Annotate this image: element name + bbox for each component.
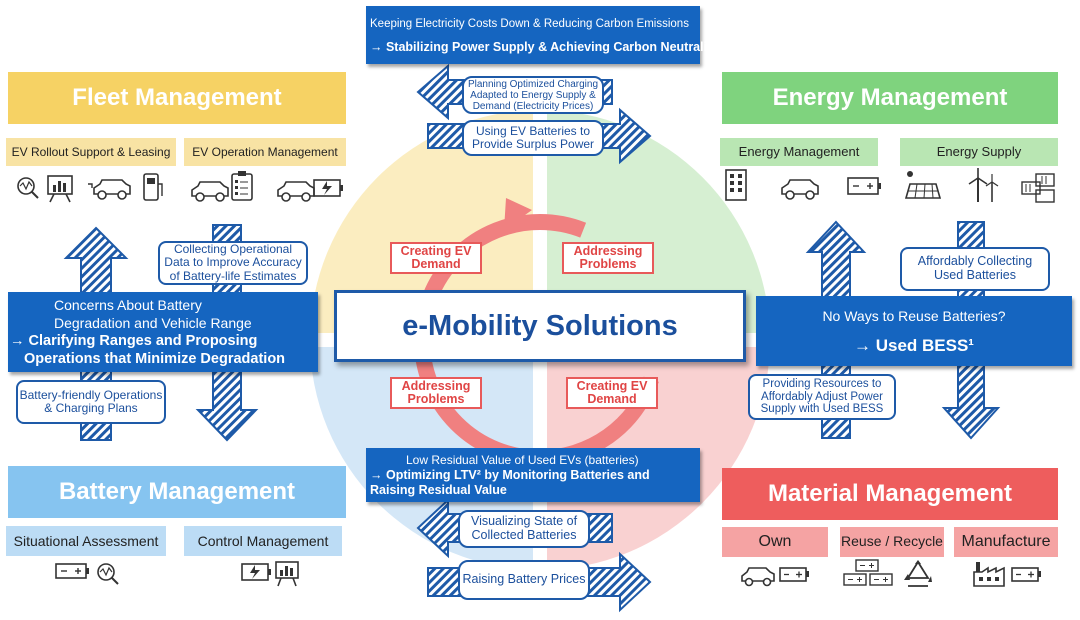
presentation-board-icon <box>275 561 299 587</box>
building-icon <box>725 169 747 201</box>
fleet-icons <box>17 171 343 203</box>
bottom-note-prices: Raising Battery Prices <box>458 560 590 600</box>
battery-bolt-icon <box>313 179 343 197</box>
solar-panel-icon <box>904 171 942 199</box>
battery-sub-control: Control Management <box>184 526 342 556</box>
chart-magnifier-icon <box>17 177 39 199</box>
wind-turbine-icon <box>968 168 999 202</box>
charger-icon <box>143 173 163 201</box>
fleet-concern-line2: Degradation and Vehicle Range <box>54 315 252 331</box>
bottom-challenge-line1: Low Residual Value of Used EVs (batterie… <box>406 453 639 467</box>
material-sub-reuse: Reuse / Recycle <box>840 527 944 557</box>
top-challenge-box: Keeping Electricity Costs Down & Reducin… <box>366 6 718 64</box>
energy-sub-supply: Energy Supply <box>900 138 1058 166</box>
ev-car-icon <box>741 567 775 587</box>
fleet-header: Fleet Management <box>8 72 346 124</box>
top-note-charging: Planning Optimized Charging Adapted to E… <box>462 76 604 114</box>
energy-reuse-line2: → Used BESS¹ <box>854 336 974 355</box>
energy-reuse-line1: No Ways to Reuse Batteries? <box>822 308 1006 324</box>
fleet-sub-operation: EV Operation Management <box>184 138 346 166</box>
material-header: Material Management <box>722 468 1058 520</box>
battery-bolt-icon <box>241 563 271 581</box>
energy-note-collecting: Affordably Collecting Used Batteries <box>900 247 1050 291</box>
fleet-note-battery-friendly: Battery-friendly Operations & Charging P… <box>16 380 166 424</box>
energy-icons <box>725 168 1055 203</box>
clipboard-checklist-icon <box>231 171 253 201</box>
top-challenge-line1: Keeping Electricity Costs Down & Reducin… <box>370 18 689 30</box>
fleet-concern-line4: Operations that Minimize Degradation <box>24 351 286 367</box>
battery-header: Battery Management <box>8 466 346 518</box>
top-challenge-line2: → Stabilizing Power Supply & Achieving C… <box>370 40 719 54</box>
material-sub-manufacture: Manufacture <box>954 527 1058 557</box>
fleet-concern-box: Concerns About Battery Degradation and V… <box>8 292 318 372</box>
material-sub-own: Own <box>722 527 828 557</box>
bottom-challenge-box: Low Residual Value of Used EVs (batterie… <box>366 448 700 502</box>
factory-icon <box>973 562 1005 587</box>
fleet-concern-line3: → Clarifying Ranges and Proposing <box>10 333 258 349</box>
battery-icon <box>847 177 881 195</box>
recycle-icon <box>904 560 932 587</box>
fleet-note-collecting: Collecting Operational Data to Improve A… <box>158 241 308 285</box>
cycle-label-top-right: Addressing Problems <box>562 242 654 274</box>
cycle-label-bottom-left: Addressing Problems <box>390 377 482 409</box>
ev-car-icon <box>191 181 229 202</box>
battery-icons <box>55 561 299 587</box>
ev-car-icon <box>88 179 131 200</box>
battery-icon <box>779 567 809 582</box>
ev-car-icon <box>277 181 315 202</box>
material-icons <box>741 559 1041 587</box>
energy-sub-management: Energy Management <box>720 138 878 166</box>
cycle-label-top-left: Creating EV Demand <box>390 242 482 274</box>
container-stack-icon <box>1021 173 1055 203</box>
top-note-surplus: Using EV Batteries to Provide Surplus Po… <box>462 120 604 156</box>
energy-note-bess: Providing Resources to Affordably Adjust… <box>748 374 896 420</box>
fleet-sub-rollout: EV Rollout Support & Leasing <box>6 138 176 166</box>
chart-magnifier-icon <box>97 563 119 585</box>
quadrant-fleet <box>310 110 540 340</box>
cycle-label-bottom-right: Creating EV Demand <box>566 377 658 409</box>
battery-stack-icon <box>843 559 893 586</box>
ev-car-icon <box>781 179 819 200</box>
center-title: e-Mobility Solutions <box>402 309 678 342</box>
quadrant-energy <box>540 110 770 340</box>
presentation-board-icon <box>47 175 73 203</box>
bottom-challenge-line2: → Optimizing LTV² by Monitoring Batterie… <box>370 468 650 497</box>
fleet-concern-line1: Concerns About Battery <box>54 297 202 313</box>
bottom-note-visualizing: Visualizing State of Collected Batteries <box>458 510 590 548</box>
battery-sub-situational: Situational Assessment <box>6 526 166 556</box>
center-title-box: e-Mobility Solutions <box>334 290 746 362</box>
energy-header: Energy Management <box>722 72 1058 124</box>
battery-icon <box>1011 567 1041 582</box>
energy-reuse-box: No Ways to Reuse Batteries? → Used BESS¹ <box>756 296 1072 366</box>
cycle-arrowhead <box>504 198 532 230</box>
battery-icon <box>55 563 89 579</box>
